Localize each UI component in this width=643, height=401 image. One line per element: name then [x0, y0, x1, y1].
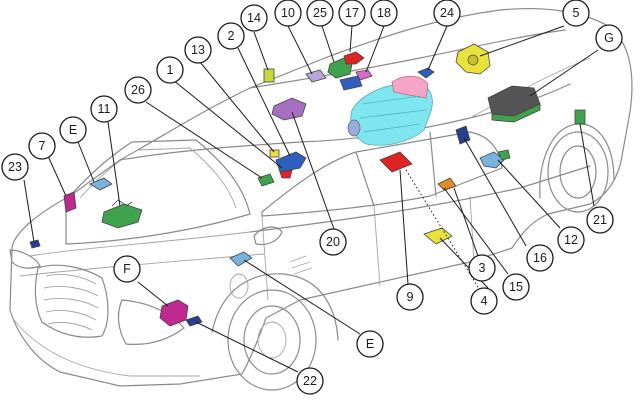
callout-18: 18: [370, 0, 398, 27]
component-G-dark-box: [487, 85, 541, 123]
callout-3: 3: [468, 254, 496, 282]
svg-text:1: 1: [167, 63, 174, 77]
callout-9: 9: [396, 283, 424, 311]
callout-2: 2: [217, 22, 245, 50]
callout-15: 15: [502, 273, 530, 301]
component-21-green-module: [574, 109, 586, 125]
component-5-yellow-module: [455, 43, 491, 75]
components: [29, 43, 586, 327]
svg-text:16: 16: [533, 251, 547, 265]
svg-text:3: 3: [479, 261, 486, 275]
callout-20: 20: [319, 228, 347, 256]
component-20-purple-module: [271, 97, 307, 121]
component-F-magenta-module: [159, 299, 189, 327]
svg-text:F: F: [123, 262, 131, 276]
callout-25: 25: [306, 0, 334, 27]
callout-17: 17: [338, 0, 366, 27]
callout-13: 13: [184, 36, 212, 64]
svg-text:21: 21: [593, 213, 607, 227]
callout-14: 14: [240, 4, 268, 32]
component-7-magenta-module: [63, 191, 77, 213]
callout-24: 24: [433, 0, 461, 27]
component-14-module: [263, 68, 275, 83]
component-17-red-module: [343, 51, 365, 65]
car-outline: [9, 7, 633, 391]
component-15-orange-module: [437, 177, 457, 191]
svg-text:E: E: [69, 123, 77, 137]
svg-text:18: 18: [377, 6, 391, 20]
component-10-module: [305, 69, 327, 83]
svg-text:7: 7: [39, 139, 46, 153]
component-18-module: [355, 69, 373, 81]
svg-text:26: 26: [131, 83, 145, 97]
component-26-green-module: [257, 173, 275, 187]
callout-22: 22: [296, 367, 324, 395]
svg-text:23: 23: [8, 160, 22, 174]
svg-text:4: 4: [481, 294, 488, 308]
component-E-top-module: [89, 177, 113, 191]
callout-12: 12: [557, 226, 585, 254]
svg-text:12: 12: [564, 233, 578, 247]
svg-text:2: 2: [228, 29, 235, 43]
svg-text:15: 15: [509, 280, 523, 294]
svg-text:11: 11: [98, 102, 111, 116]
svg-text:22: 22: [303, 374, 317, 388]
svg-text:G: G: [604, 31, 614, 45]
leader-lines: [23, 25, 599, 373]
callout-21: 21: [586, 206, 614, 234]
callout-16: 16: [526, 244, 554, 272]
component-4-yellow-module: [423, 227, 453, 245]
transmission-unit: [347, 75, 433, 146]
callout-10: 10: [274, 0, 302, 27]
callout-26: 26: [124, 76, 152, 104]
component-E-bottom-module: [229, 251, 253, 267]
component-23-navy-module: [29, 239, 41, 249]
callout-4: 4: [470, 287, 498, 315]
svg-text:10: 10: [281, 6, 295, 20]
svg-text:13: 13: [191, 43, 205, 57]
component-1-2-13-blue-cluster: [269, 149, 307, 179]
svg-text:5: 5: [573, 6, 580, 20]
callout-1: 1: [156, 56, 184, 84]
callout-F: F: [113, 255, 141, 283]
svg-text:24: 24: [440, 6, 454, 20]
component-9-red-module: [379, 151, 413, 173]
callouts: 14 10 25 17 18 24 5 G 2 13 1: [1, 0, 623, 395]
svg-text:20: 20: [326, 235, 340, 249]
callout-7: 7: [28, 132, 56, 160]
component-24-blue-module: [417, 67, 435, 79]
svg-text:14: 14: [247, 11, 261, 25]
callout-E-bottom: E: [356, 330, 384, 358]
component-11-green-assembly: [101, 199, 143, 229]
svg-text:9: 9: [407, 290, 414, 304]
component-22-navy-module: [185, 315, 203, 327]
component-12-blue-cluster: [479, 149, 511, 169]
svg-text:E: E: [366, 337, 374, 351]
callout-E-top: E: [59, 116, 87, 144]
callout-5: 5: [562, 0, 590, 27]
svg-text:25: 25: [313, 6, 327, 20]
component-16-blue-module: [455, 125, 471, 145]
svg-text:17: 17: [345, 6, 359, 20]
callout-23: 23: [1, 153, 29, 181]
callout-11: 11: [90, 95, 118, 123]
callout-G: G: [595, 24, 623, 52]
